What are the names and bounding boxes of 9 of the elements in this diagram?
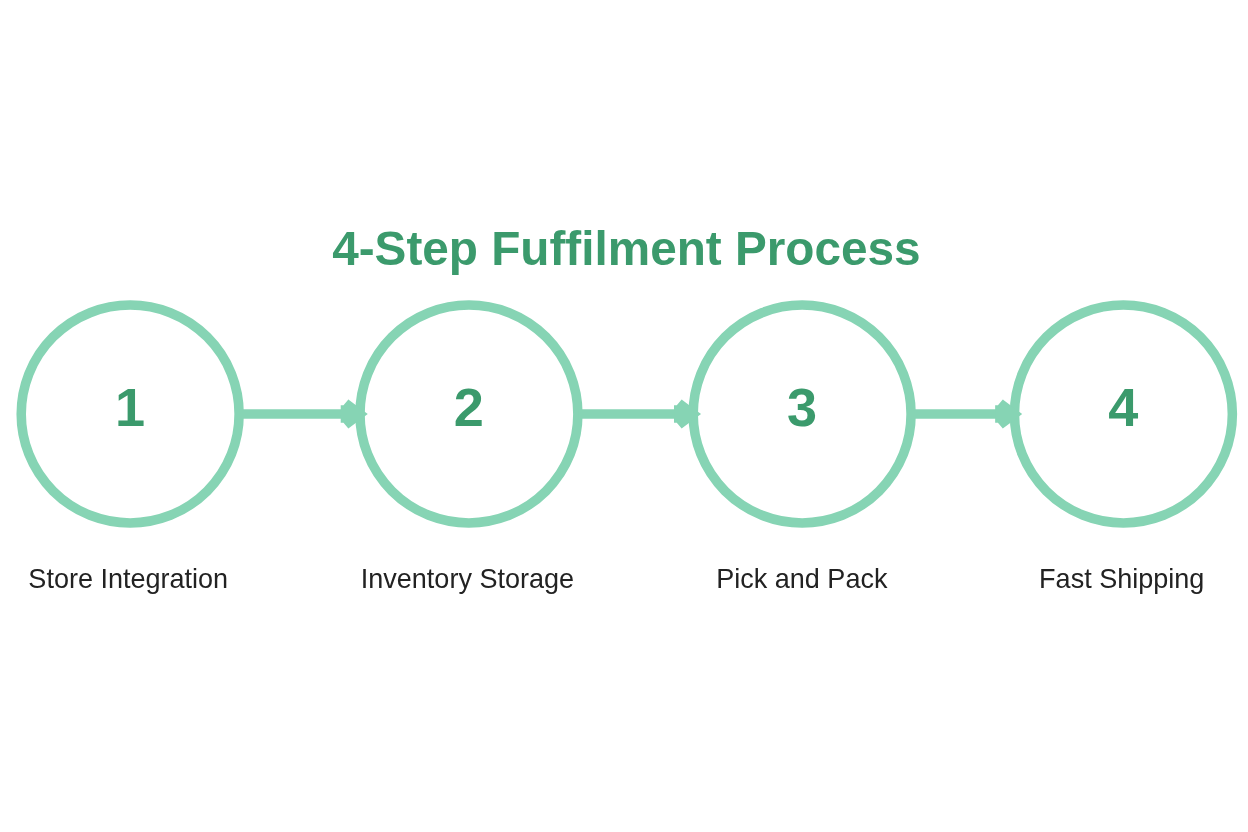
- node-label: Store Integration: [28, 563, 229, 594]
- node-label: Pick and Pack: [716, 563, 888, 594]
- diagram-title: 4-Step Fuffilment Process: [332, 222, 921, 276]
- node-circle: 4: [1009, 300, 1238, 528]
- node-circle: 3: [688, 300, 916, 528]
- node-circle: 2: [355, 300, 583, 528]
- node-label: Inventory Storage: [360, 563, 575, 594]
- node-label: Fast Shipping: [1039, 563, 1205, 594]
- node-circle: 1: [16, 300, 244, 528]
